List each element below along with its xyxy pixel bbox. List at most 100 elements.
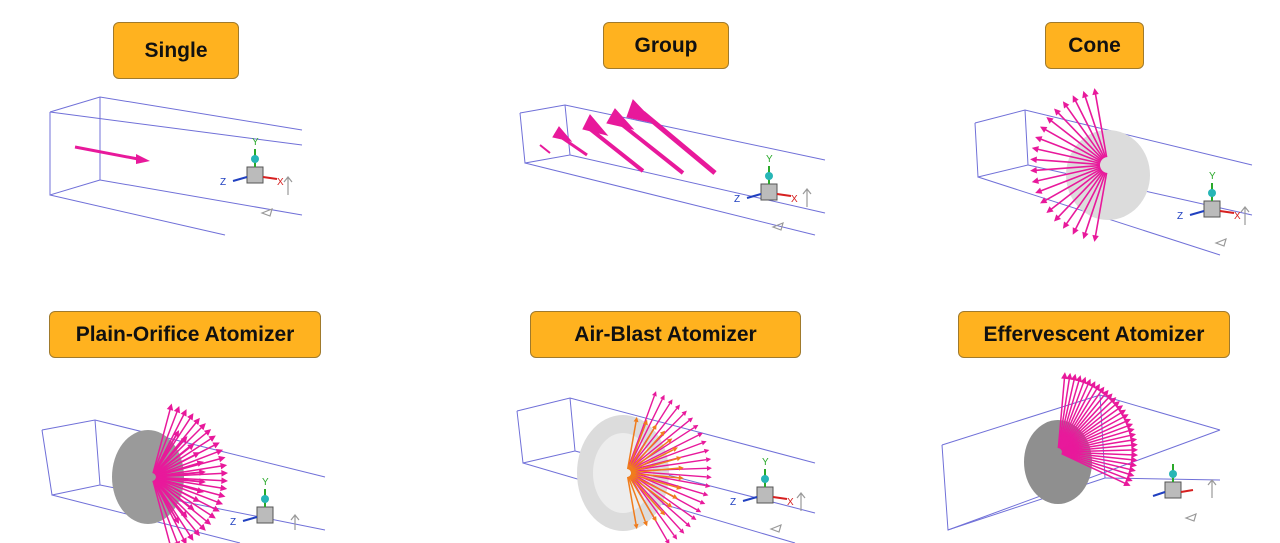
spray-arrow-line <box>1057 112 1104 160</box>
spray-arrow-head <box>1092 88 1099 96</box>
spray-arrow-line <box>153 479 185 514</box>
spray-arrow-line <box>155 476 200 483</box>
spray-arrow-head <box>208 435 216 442</box>
spray-arrow-head <box>1039 197 1048 204</box>
spray-arrow-head <box>1082 90 1089 99</box>
spray-arrow-line <box>1094 172 1108 237</box>
spray-arrow-head <box>218 491 226 499</box>
spray-arrow-head <box>1082 231 1089 240</box>
spray-arrow-head <box>172 516 180 524</box>
spray-arrow-head <box>651 516 657 522</box>
spray-arrow-line <box>628 395 656 466</box>
spray-arrow-head <box>1039 126 1048 133</box>
arrow-icon <box>539 99 717 175</box>
label-group: Group <box>603 22 729 69</box>
spray-arrow-line <box>1044 168 1102 202</box>
spray-arrow-head <box>1065 372 1073 380</box>
spray-arrow-line <box>628 428 655 470</box>
spray-arrow-head <box>659 509 666 516</box>
spray-arrow-head <box>192 495 201 502</box>
spray-arrow-head <box>1105 393 1113 401</box>
spray-arrow-line <box>1040 167 1101 192</box>
spray-arrow-line <box>1084 172 1107 234</box>
label-plain-orifice-atomizer: Plain-Orifice Atomizer <box>49 311 321 358</box>
spray-arrow-head <box>1035 187 1043 194</box>
spray-arrow-line <box>155 451 218 477</box>
spray-arrow-line <box>155 471 200 478</box>
spray-arrow-line <box>1061 434 1131 452</box>
label-effervescent-atomizer: Effervescent Atomizer <box>958 311 1230 358</box>
spray-arrow-line <box>1036 164 1101 172</box>
spray-arrow-line <box>630 467 679 474</box>
spray-arrow-head <box>1089 381 1096 389</box>
spray-arrow-head <box>172 430 180 438</box>
spray-arrow-head <box>1131 451 1139 459</box>
spray-arrow-line <box>1044 128 1102 162</box>
spray-arrow-head <box>678 475 684 481</box>
spray-arrow-head <box>187 533 194 541</box>
spray-arrow-head <box>208 512 216 519</box>
spray-arrow-head <box>697 432 703 438</box>
spray-arrow-head <box>692 424 699 430</box>
spray-arrow-line <box>1061 444 1132 453</box>
spray-arrow-line <box>1037 148 1101 165</box>
svg-text:X: X <box>277 177 284 188</box>
spray-arrow-head <box>1072 227 1079 235</box>
spray-arrow-head <box>687 417 694 423</box>
spray-arrow-head <box>1127 427 1135 435</box>
spray-arrow-head <box>198 423 206 431</box>
spray-arrow-head <box>1031 177 1039 184</box>
svg-text:Y: Y <box>766 154 773 165</box>
spray-arrow-head <box>685 522 691 528</box>
spray-arrow-line <box>155 478 196 500</box>
spray-arrow-head <box>187 503 195 511</box>
axis-triad-icon <box>1152 464 1194 499</box>
spray-arrow-head <box>1128 432 1137 439</box>
spray-arrow-line <box>1061 451 1132 466</box>
spray-arrow-line <box>1065 171 1105 225</box>
spray-arrow-head <box>180 537 187 543</box>
axis-triad-icon: Y X Z <box>1177 171 1241 222</box>
spray-arrow-head <box>633 416 639 423</box>
spray-arrow-line <box>154 479 203 528</box>
spray-arrow-head <box>706 474 712 480</box>
spray-arrow-head <box>702 491 709 497</box>
spray-arrow-line <box>1084 96 1107 158</box>
spray-arrow-head <box>674 404 680 411</box>
spray-arrow-head <box>643 419 648 426</box>
spray-arrow-head <box>180 436 188 444</box>
arrow-icon <box>152 403 229 543</box>
spray-arrow-head <box>1131 446 1139 454</box>
view-arrows-icon <box>290 514 300 530</box>
svg-text:Z: Z <box>734 194 740 205</box>
scene-cone: Y X Z <box>974 88 1253 256</box>
scene-single: Y X Z <box>49 96 303 236</box>
spray-arrow-line <box>629 475 663 513</box>
spray-arrow-head <box>196 487 204 494</box>
spray-arrow-head <box>220 484 228 492</box>
spray-arrow-head <box>705 483 711 489</box>
spray-arrow-line <box>1060 412 1122 451</box>
spray-arrow-head <box>218 455 226 463</box>
spray-arrow-head <box>1109 397 1117 405</box>
spray-arrow-head <box>198 523 206 531</box>
spray-arrow-line <box>630 408 678 467</box>
spray-arrow-head <box>1070 373 1078 381</box>
spray-arrow-line <box>1059 394 1106 450</box>
spray-arrow-head <box>1092 234 1099 242</box>
spray-arrow-head <box>1093 383 1100 392</box>
spray-arrow-line <box>1061 451 1132 461</box>
spray-arrow-head <box>1127 470 1135 478</box>
spray-arrow-head <box>1123 480 1131 487</box>
spray-arrow-head <box>1130 437 1138 444</box>
spray-arrow-head <box>1046 206 1054 213</box>
spray-arrow-line <box>154 478 191 508</box>
spray-arrow-head <box>679 528 685 534</box>
spray-arrow-head <box>173 405 180 414</box>
spray-arrow-line <box>1057 378 1071 449</box>
svg-text:Y: Y <box>1209 171 1216 182</box>
spray-arrow-line <box>152 409 171 474</box>
spray-arrow-line <box>1060 408 1119 451</box>
spray-arrow-head <box>633 523 639 530</box>
spray-arrow-line <box>1061 453 1126 484</box>
